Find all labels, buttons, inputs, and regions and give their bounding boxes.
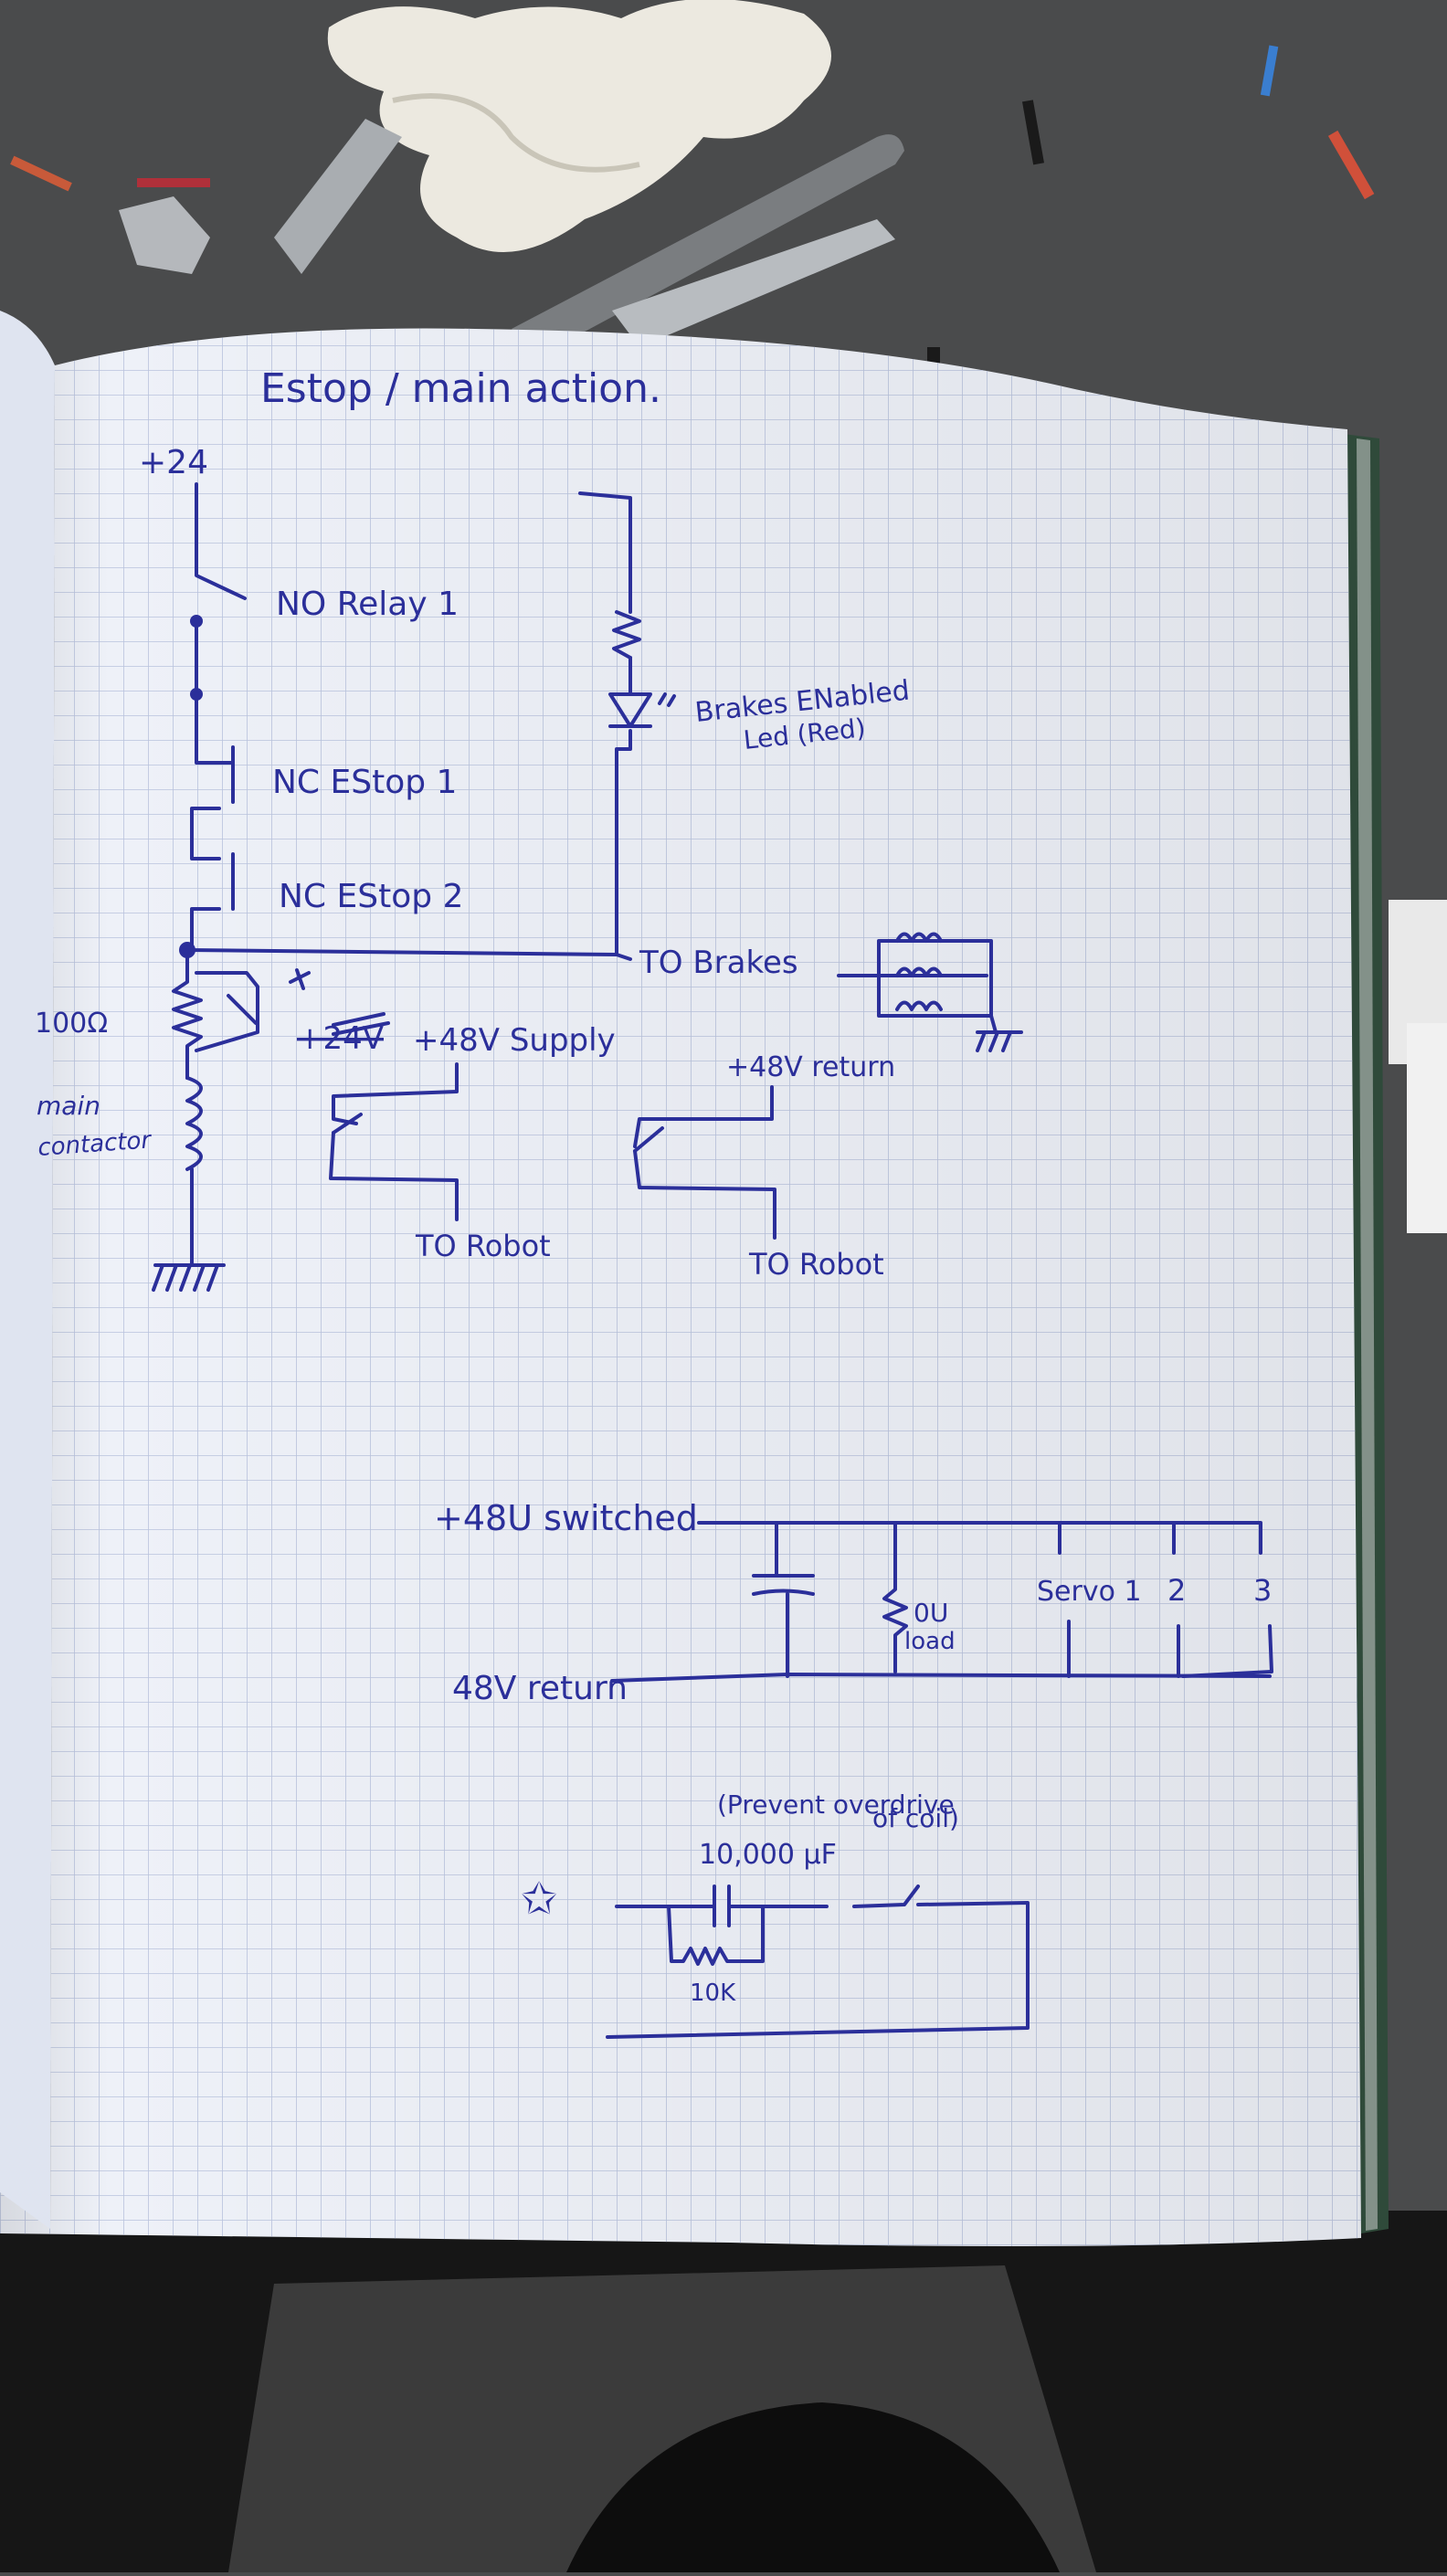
supply-contact: [332, 1113, 363, 1135]
brake-coil-3: [895, 1000, 943, 1011]
ground-symbol: [152, 1263, 226, 1292]
return-contact: [633, 1126, 664, 1153]
load-label-2: load: [904, 1628, 956, 1655]
supply-label: +48V Supply: [413, 1022, 616, 1059]
page-shading: [0, 328, 1361, 2246]
servo-label-3: 3: [1253, 1573, 1272, 1608]
return-label: +48V return: [726, 1051, 895, 1083]
to-robot-2: TO Robot: [748, 1247, 884, 1282]
resistor-10k: [667, 1905, 765, 1966]
star-mark: ✩: [521, 1874, 557, 1925]
schematic-ink: [152, 482, 1273, 2039]
wire-bit: [137, 178, 210, 187]
resistor-bypass: [195, 971, 259, 1052]
cover-marbling: [1357, 438, 1378, 2231]
switched-label: +48U switched: [434, 1498, 698, 1538]
foil-piece: [274, 119, 402, 274]
table-clutter: [10, 0, 1375, 411]
gray-tube: [512, 134, 904, 356]
brake-coil-2: [895, 966, 943, 977]
note-1: (Prevent overdrive: [717, 1789, 955, 1820]
brake-ground: [976, 1014, 1023, 1052]
return-wire-bottom: [633, 1149, 776, 1240]
bottom-loop: [606, 1901, 1030, 2039]
contactor-label-1: main: [37, 1091, 100, 1121]
strike-out: [332, 1012, 390, 1036]
cap-label: 10,000 μF: [699, 1839, 837, 1871]
estop2-return: [190, 907, 221, 952]
led-diode: [608, 692, 652, 728]
relay1-label: NO Relay 1: [276, 586, 459, 623]
supply-top-label: +24: [139, 444, 208, 481]
supply-wire-top: [332, 1062, 459, 1125]
servo-label-1: Servo 1: [1037, 1576, 1142, 1608]
schematic-text: Estop / main action. +24 NO Relay 1 NC E…: [35, 365, 1272, 2007]
left-page-sliver: [0, 311, 55, 2233]
estop1-return: [190, 807, 221, 860]
servo2-terminal: [1172, 1521, 1180, 1678]
wire-bit: [1327, 130, 1375, 200]
note-2: of coil): [872, 1803, 959, 1833]
servo-label-2: 2: [1167, 1573, 1186, 1608]
shoe: [566, 2402, 1060, 2572]
page-title: Estop / main action.: [260, 365, 661, 412]
brakes-label: TO Brakes: [639, 945, 798, 981]
wire-bit: [10, 155, 72, 192]
crumpled-paper: [327, 0, 831, 252]
x-mark: [289, 968, 311, 990]
led-wire-top: [578, 491, 632, 614]
relay1-switch: [195, 482, 247, 600]
led-rays: [658, 692, 676, 707]
return-wire-top: [633, 1085, 774, 1148]
struck-supply-label: +24V: [297, 1020, 384, 1057]
bottom-wire-mid: [727, 1884, 920, 1908]
wire-bit: [1260, 45, 1279, 97]
estop1-label: NC EStop 1: [272, 764, 457, 801]
to-robot-1: TO Robot: [415, 1229, 551, 1263]
foil-strip: [612, 219, 895, 347]
estop2-label: NC EStop 2: [279, 878, 463, 915]
return-bus: [610, 1673, 1272, 1683]
load-resistor: [882, 1521, 908, 1673]
wire-relay-estop: [195, 618, 235, 765]
led-wire-down: [615, 729, 632, 956]
bus-capacitor: [752, 1574, 815, 1596]
supply-wire-bottom: [329, 1131, 459, 1221]
return48-label: 48V return: [452, 1670, 628, 1707]
switched-bus: [697, 1521, 1262, 1555]
led-series-resistor: [612, 610, 641, 660]
servo1-terminal: [1058, 1521, 1071, 1678]
foil-scrap: [119, 196, 210, 274]
sticky-note: [1407, 1023, 1447, 1233]
brake-coil-1: [895, 932, 943, 943]
res10k-label: 10K: [690, 1980, 736, 2007]
bypass-switch: [227, 994, 258, 1025]
load-label-1: 0U: [914, 1598, 948, 1628]
resistor-label: 100Ω: [35, 1008, 108, 1040]
contactor-coil: [185, 1076, 203, 1171]
paper-fold: [392, 93, 640, 173]
wire-bit: [1021, 100, 1044, 165]
node-dot: [190, 688, 203, 701]
node-dot: [190, 615, 203, 628]
resistor-100: [172, 948, 203, 1080]
